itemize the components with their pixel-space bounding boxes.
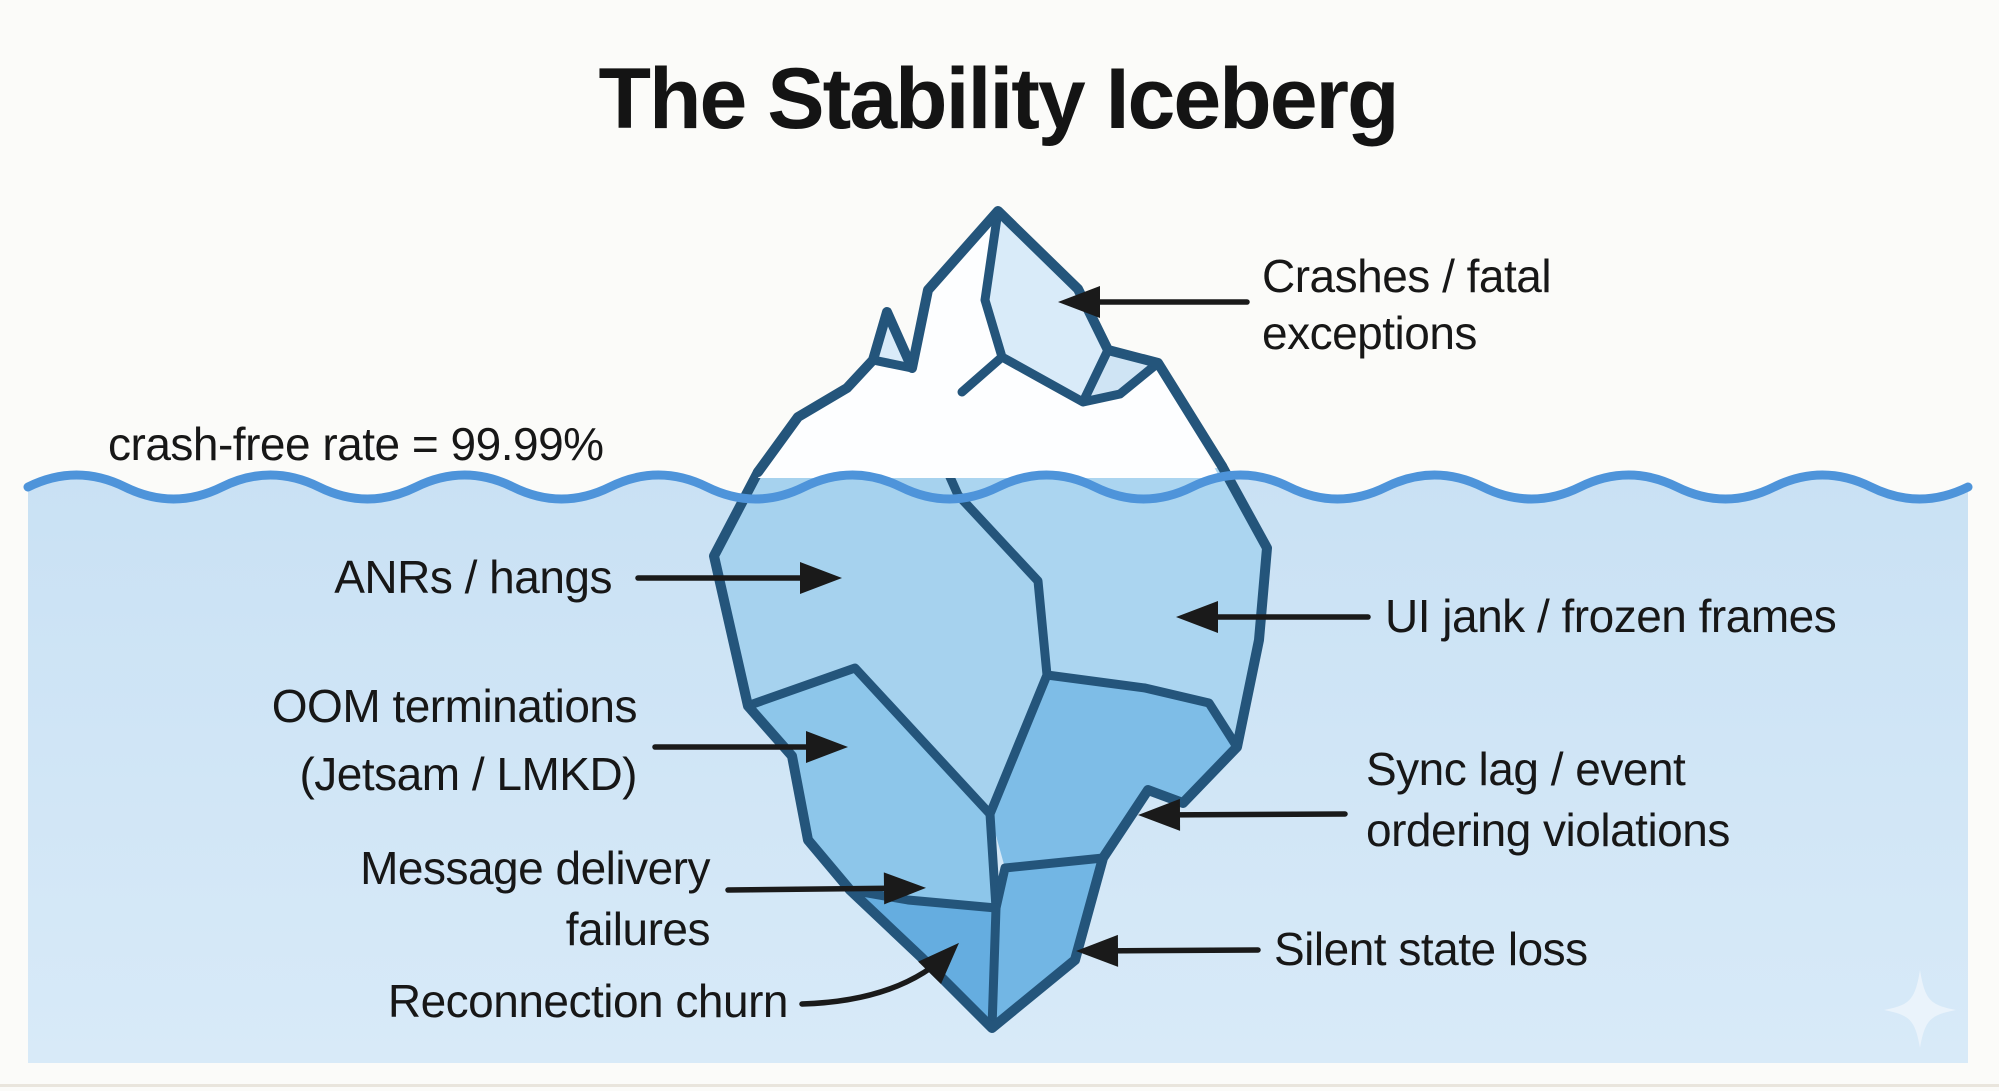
sync-lag-arrow (1138, 798, 1348, 831)
iceberg-underwater (709, 427, 1272, 1033)
message-delivery-label-line2: failures (566, 903, 710, 955)
berg-body (758, 211, 1220, 478)
above-water-outline (753, 206, 1227, 477)
bottom-right-divider-line (991, 853, 1108, 913)
facet-oom (750, 668, 996, 908)
sparkle-icon (1884, 970, 1956, 1048)
bottom-hairline (0, 1084, 1999, 1087)
crashes-label-line1: Crashes / fatal (1262, 250, 1551, 302)
iceberg-above-water (753, 206, 1227, 478)
underwater-outline (709, 461, 1272, 1033)
facet-silent-state (992, 858, 1103, 1028)
page-title: The Stability Iceberg (598, 51, 1397, 147)
tent-line (745, 663, 995, 819)
crashes-label-line2: exceptions (1262, 307, 1477, 359)
reconnection-arrow (799, 942, 960, 1007)
anrs-label: ANRs / hangs (334, 551, 612, 603)
callout-arrows (635, 286, 1371, 1007)
facet-sync-lag (990, 675, 1237, 868)
silent-state-arrow (1076, 934, 1261, 967)
silent-state-label: Silent state loss (1274, 923, 1588, 975)
sync-lag-label-line2: ordering violations (1366, 804, 1730, 856)
facet-ui-jank (945, 468, 1267, 747)
berg-facet-main (985, 211, 1108, 402)
right-divider-line (1042, 670, 1242, 752)
berg-crack-lines (868, 206, 1163, 407)
reconnection-label: Reconnection churn (388, 975, 788, 1027)
facet-anr (714, 470, 1047, 814)
sync-lag-label-line1: Sync lag / event (1366, 743, 1686, 795)
oom-label-line2: (Jetsam / LMKD) (299, 748, 637, 800)
oom-label-line1: OOM terminations (272, 680, 637, 732)
message-delivery-label-line1: Message delivery (360, 842, 710, 894)
ui-jank-label: UI jank / frozen frames (1385, 590, 1836, 642)
crash-free-rate-note: crash-free rate = 99.99% (108, 418, 604, 470)
message-delivery-arrow (725, 872, 926, 905)
waterline-wave (23, 470, 1973, 504)
